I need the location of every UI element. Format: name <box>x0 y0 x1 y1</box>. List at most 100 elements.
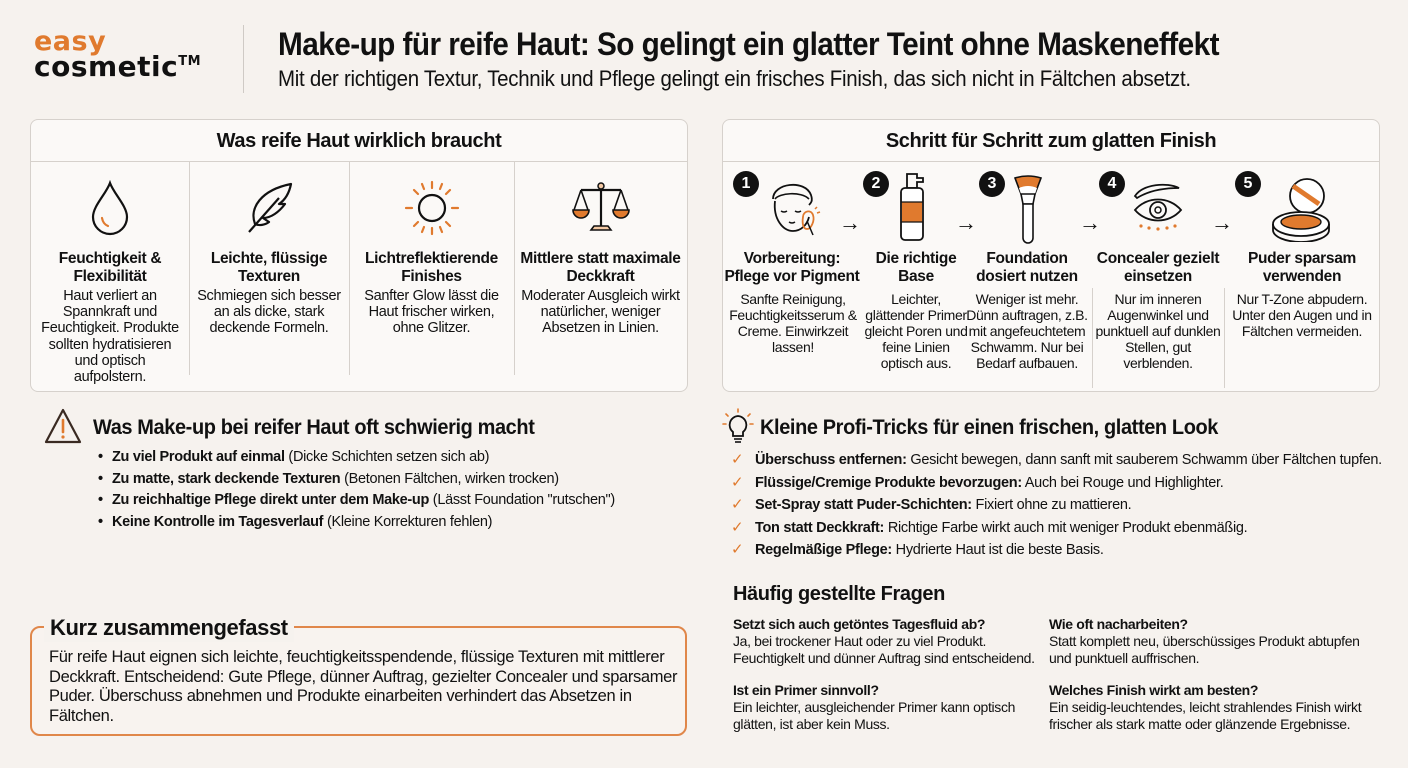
trick-detail: Auch bei Rouge und Highlighter. <box>1021 474 1224 491</box>
problem-item: • Zu reichhaltige Pflege direkt unter dem… <box>98 490 615 512</box>
step-text: Weniger ist mehr. Dünn auftragen, z.B. m… <box>966 291 1088 371</box>
trick-bold: Ton statt Deckkraft: <box>755 519 885 536</box>
logo-cosmetic: cosmeticTM <box>34 53 201 81</box>
need-heading: Leichte, flüssige Texturen <box>210 250 328 285</box>
steps-title: Schritt für Schritt zum glatten Finish <box>723 120 1379 162</box>
logo-trademark: TM <box>178 54 202 69</box>
step-number: 1 <box>733 171 759 197</box>
summary-box: Kurz zusammengefasst Für reife Haut eign… <box>30 614 687 736</box>
water-drop-icon <box>31 172 189 244</box>
face-care-icon <box>765 175 821 244</box>
faq-question: Setzt sich auch getöntes Tagesfluid ab? <box>733 616 986 632</box>
checkmark-icon: ✓ <box>731 541 744 558</box>
step-heading-line1: Foundation <box>986 250 1068 267</box>
faq-item: Ist ein Primer sinnvoll? Ein leichter, a… <box>733 682 1033 733</box>
trick-bold: Überschuss entfernen: <box>755 452 907 468</box>
summary-text: Für reife Haut eignen sich leichte, feuc… <box>49 648 678 725</box>
logo-easy: easy <box>34 26 107 57</box>
arrow-right-icon: → <box>1211 210 1233 235</box>
arrow-right-icon: → <box>1079 210 1101 235</box>
warning-icon <box>43 407 83 450</box>
faq-answer: Ja, bei trockener Haut oder zu viel Prod… <box>733 633 1035 666</box>
problem-item: • Zu viel Produkt auf einmal (Dicke Schic… <box>98 447 615 469</box>
tricks-list: ✓ Überschuss entfernen: Gesicht bewegen, … <box>731 449 1382 562</box>
step-heading-line1: Die richtige <box>875 250 957 267</box>
problem-bold: Zu reichhaltige Pflege direkt unter dem … <box>112 492 430 508</box>
step-heading-line1: Concealer gezielt <box>1096 250 1220 267</box>
checkmark-icon: ✓ <box>731 518 744 536</box>
faq-item: Welches Finish wirkt am besten? Ein seid… <box>1049 682 1384 733</box>
trick-detail: Gesicht bewegen, dann sanft mit sauberem… <box>906 452 1382 468</box>
problem-detail: (Dicke Schichten setzen sich ab) <box>284 449 490 465</box>
step-heading-line2: Base <box>898 268 934 285</box>
faq-answer: Ein seidig-leuchtendes, leicht strahlend… <box>1049 699 1362 732</box>
foundation-brush-icon <box>1011 174 1045 249</box>
faq-answer: Ein leichter, ausgleichender Primer kann… <box>733 699 1016 732</box>
trick-bold: Set-Spray statt Puder-Schichten: <box>755 497 972 513</box>
step-text: Nur T-Zone abpudern. Unter den Augen und… <box>1232 291 1372 339</box>
problem-detail: (Betonen Fältchen, wirken trocken) <box>340 470 559 487</box>
primer-bottle-icon <box>897 172 927 247</box>
need-item: Lichtreflektierende Finishes Sanfter Glo… <box>349 162 514 391</box>
trick-detail: Hydrierte Haut ist die beste Basis. <box>891 542 1104 558</box>
eye-concealer-icon <box>1131 182 1185 237</box>
faq-question: Ist ein Primer sinnvoll? <box>733 682 879 698</box>
problem-item: • Zu matte, stark deckende Texturen (Beto… <box>98 469 615 491</box>
problems-list: • Zu viel Produkt auf einmal (Dicke Schic… <box>98 447 615 533</box>
lightbulb-icon <box>722 408 754 451</box>
need-heading: Lichtreflektierende Finishes <box>365 250 498 285</box>
checkmark-icon: ✓ <box>731 451 744 468</box>
brand-logo: easy cosmeticTM <box>34 28 201 81</box>
step-number: 5 <box>1235 171 1261 197</box>
trick-detail: Fixiert ohne zu mattieren. <box>971 497 1132 513</box>
summary-title: Kurz zusammengefasst <box>44 614 294 642</box>
problem-item: •Keine Kontrolle im Tagesverlauf (Kleine… <box>98 512 615 534</box>
step-heading-line2: Pflege vor Pigment <box>724 268 860 285</box>
tricks-title: Kleine Profi-Tricks für einen frischen, … <box>760 416 1219 439</box>
faq-title: Häufig gestellte Fragen <box>733 583 945 605</box>
bullet-icon: • <box>98 470 103 487</box>
bullet-icon: • <box>98 492 103 508</box>
step-number: 3 <box>979 171 1005 197</box>
problems-title: Was Make-up bei reifer Haut oft schwieri… <box>93 416 535 439</box>
trick-item: ✓ Regelmäßige Pflege: Hydrierte Haut ist … <box>731 539 1382 562</box>
header-divider <box>243 25 244 93</box>
problem-detail: (Lässt Foundation "rutschen") <box>429 492 615 508</box>
faq-question: Welches Finish wirkt am besten? <box>1049 682 1259 698</box>
need-text: Sanfter Glow lässt die Haut frischer wir… <box>364 288 499 337</box>
step-text: Nur im inneren Augenwinkel und punktuell… <box>1095 291 1221 371</box>
need-text: Schmiegen sich besser an als dicke, star… <box>197 288 341 337</box>
faq-item: Setzt sich auch getöntes Tagesfluid ab? … <box>733 616 1043 667</box>
arrow-right-icon: → <box>839 210 861 235</box>
problem-bold: Zu matte, stark deckende Texturen <box>112 470 341 487</box>
step-heading-line2: verwenden <box>1262 268 1342 285</box>
problem-bold: Keine Kontrolle im Tagesverlauf <box>112 513 324 530</box>
trick-item: ✓Ton statt Deckkraft: Richtige Farbe wir… <box>731 517 1382 540</box>
step-text: Leichter, glättender Primer gleicht Pore… <box>864 291 968 371</box>
feather-icon <box>189 172 349 244</box>
need-text: Moderater Ausgleich wirkt natürlicher, w… <box>521 288 680 337</box>
trick-bold: Flüssige/Cremige Produkte bevorzugen: <box>755 474 1022 491</box>
step-text: Sanfte Reinigung, Feuchtigkeitsserum & C… <box>729 291 857 355</box>
arrow-right-icon: → <box>955 210 977 235</box>
skin-needs-title: Was reife Haut wirklich braucht <box>31 120 687 162</box>
faq-answer: Statt komplett neu, überschüssiges Produ… <box>1049 633 1360 666</box>
steps-row: 1 Vorbereitung: Pflege vor Pigment Sanft… <box>723 162 1379 391</box>
step-heading-line1: Puder sparsam <box>1247 250 1357 267</box>
skin-needs-panel: Was reife Haut wirklich braucht Feuchtig… <box>30 119 688 392</box>
page-subtitle: Mit der richtigen Textur, Technik und Pf… <box>278 66 1191 91</box>
sun-icon <box>349 172 514 244</box>
bullet-icon: • <box>98 449 103 465</box>
trick-bold: Regelmäßige Pflege: <box>755 542 892 558</box>
step-number: 4 <box>1099 171 1125 197</box>
need-item: Feuchtigkeit & Flexibilität Haut verlier… <box>31 162 189 391</box>
step-heading-line1: Vorbereitung: <box>743 250 841 267</box>
step-heading-line2: einsetzen <box>1124 268 1192 285</box>
step-divider <box>1224 288 1225 388</box>
step-divider <box>1092 288 1093 388</box>
problem-detail: (Kleine Korrekturen fehlen) <box>323 513 493 530</box>
trick-item: ✓ Überschuss entfernen: Gesicht bewegen, … <box>731 449 1382 472</box>
problem-bold: Zu viel Produkt auf einmal <box>112 449 285 465</box>
need-item: Leichte, flüssige Texturen Schmiegen sic… <box>189 162 349 391</box>
need-heading: Mittlere statt maximale Deckkraft <box>520 250 681 285</box>
